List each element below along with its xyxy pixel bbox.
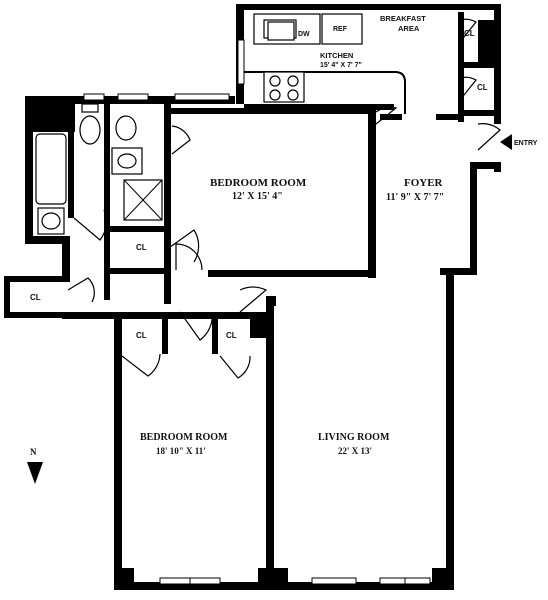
outer-walls [4,4,501,590]
refrigerator [321,13,363,45]
closet-labels: CL CL CL CL CL CL [30,29,488,340]
entry-label: ENTRY [514,140,538,147]
living-dims: 22' X 13' [338,446,372,456]
kitchen-sink [267,21,295,41]
toilet-2 [115,115,137,141]
foyer-dims: 11' 9" X 7' 7" [386,192,444,203]
closet-label-corridor: CL [30,293,41,302]
fixtures [35,13,363,235]
windows [83,39,431,585]
foyer-name: FOYER [404,177,444,189]
bedroom1-name: BEDROOM ROOM [210,177,307,189]
closet-label-kitchen-bottom: CL [477,83,488,92]
bedroom1-dims: 12' X 15' 4" [232,191,283,202]
kitchen-name: KITCHEN [320,51,353,60]
breakfast-label-1: BREAKFAST [380,14,426,23]
dishwasher-label: DW [298,31,310,38]
closet-label-hall-bath: CL [136,243,147,252]
kitchen-dims: 15' 4" X 7' 7" [320,62,362,69]
entry-arrow-icon [500,134,512,150]
north-arrow-icon [27,462,43,484]
breakfast-label-2: AREA [398,24,420,33]
refrigerator-label: REF [333,26,348,33]
closet-label-kitchen-top: CL [464,29,475,38]
closet-label-bedroom2-right: CL [226,331,237,340]
bedroom2-dims: 18' 10" X 11' [156,446,206,456]
toilet [79,115,101,145]
doors [67,18,501,379]
bathtub [35,133,67,205]
room-labels: KITCHEN 15' 4" X 7' 7" BREAKFAST AREA BE… [140,14,444,456]
bedroom2-name: BEDROOM ROOM [140,432,228,443]
closet-label-bedroom2-left: CL [136,331,147,340]
north-label: N [30,447,37,457]
living-name: LIVING ROOM [318,432,390,443]
